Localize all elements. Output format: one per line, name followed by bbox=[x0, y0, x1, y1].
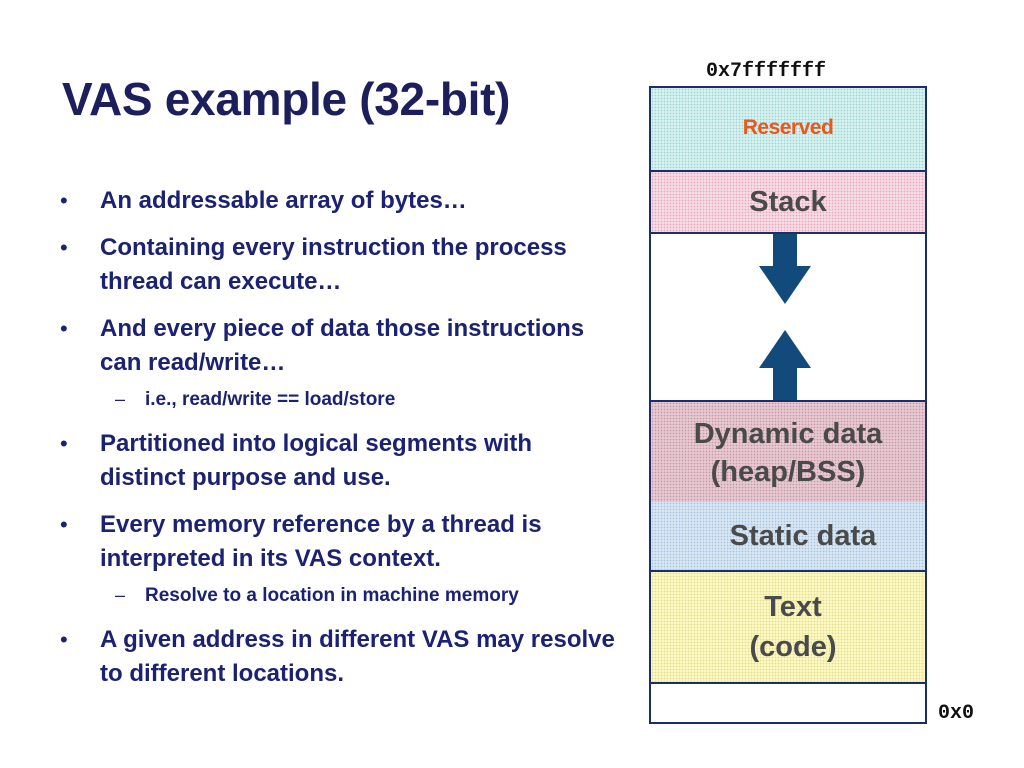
sub-bullet-marker: – bbox=[115, 389, 126, 409]
dynamic-data-label: Dynamic data bbox=[693, 417, 883, 450]
bullet-item: • Partitioned into logical segments with… bbox=[60, 427, 620, 495]
heap-growth-arrow-icon bbox=[759, 330, 811, 400]
bullet-marker: • bbox=[60, 188, 68, 213]
sub-bullet-text: Resolve to a location in machine memory bbox=[145, 585, 519, 606]
free-space-region bbox=[649, 232, 927, 402]
bullet-text: Every memory reference by a thread is in… bbox=[100, 511, 542, 572]
bullet-list: • An addressable array of bytes… • Conta… bbox=[60, 184, 620, 704]
bullet-item: • And every piece of data those instruct… bbox=[60, 312, 620, 380]
bullet-text: Partitioned into logical segments with d… bbox=[100, 430, 533, 491]
bullet-text: Containing every instruction the process… bbox=[100, 234, 567, 295]
bullet-marker: • bbox=[60, 431, 68, 456]
dynamic-data-segment: Dynamic data (heap/BSS) bbox=[649, 400, 927, 504]
bullet-marker: • bbox=[60, 512, 68, 537]
bullet-text: And every piece of data those instructio… bbox=[100, 315, 585, 376]
top-address-label: 0x7fffffff bbox=[706, 60, 827, 83]
sub-bullet-item: – Resolve to a location in machine memor… bbox=[60, 583, 620, 609]
low-memory-region bbox=[649, 682, 927, 724]
reserved-segment: Reserved bbox=[649, 86, 927, 172]
bullet-item: • Containing every instruction the proce… bbox=[60, 231, 620, 299]
text-segment-sublabel: (code) bbox=[749, 631, 837, 663]
bullet-marker: • bbox=[60, 235, 68, 260]
sub-bullet-item: – i.e., read/write == load/store bbox=[60, 387, 620, 413]
stack-segment: Stack bbox=[649, 170, 927, 234]
slide-title: VAS example (32-bit) bbox=[62, 73, 511, 125]
sub-bullet-text: i.e., read/write == load/store bbox=[145, 389, 396, 410]
bullet-item: • An addressable array of bytes… bbox=[60, 184, 620, 218]
bullet-item: • Every memory reference by a thread is … bbox=[60, 508, 620, 576]
bullet-marker: • bbox=[60, 627, 68, 652]
bullet-marker: • bbox=[60, 316, 68, 341]
bottom-address-label: 0x0 bbox=[938, 702, 975, 725]
dynamic-data-sublabel: (heap/BSS) bbox=[710, 455, 866, 488]
bullet-item: • A given address in different VAS may r… bbox=[60, 623, 620, 691]
stack-label: Stack bbox=[749, 185, 827, 218]
static-data-label: Static data bbox=[729, 519, 877, 552]
stack-growth-arrow-icon bbox=[759, 234, 811, 304]
text-segment-label: Text bbox=[764, 591, 822, 623]
bullet-text: An addressable array of bytes… bbox=[100, 187, 467, 214]
vas-diagram: Reserved Stack Dynamic data (heap/BSS) S… bbox=[649, 86, 931, 724]
bullet-text: A given address in different VAS may res… bbox=[100, 626, 615, 687]
text-segment: Text (code) bbox=[649, 570, 927, 684]
sub-bullet-marker: – bbox=[115, 585, 126, 605]
static-data-segment: Static data bbox=[649, 502, 927, 572]
reserved-label: Reserved bbox=[742, 116, 834, 139]
